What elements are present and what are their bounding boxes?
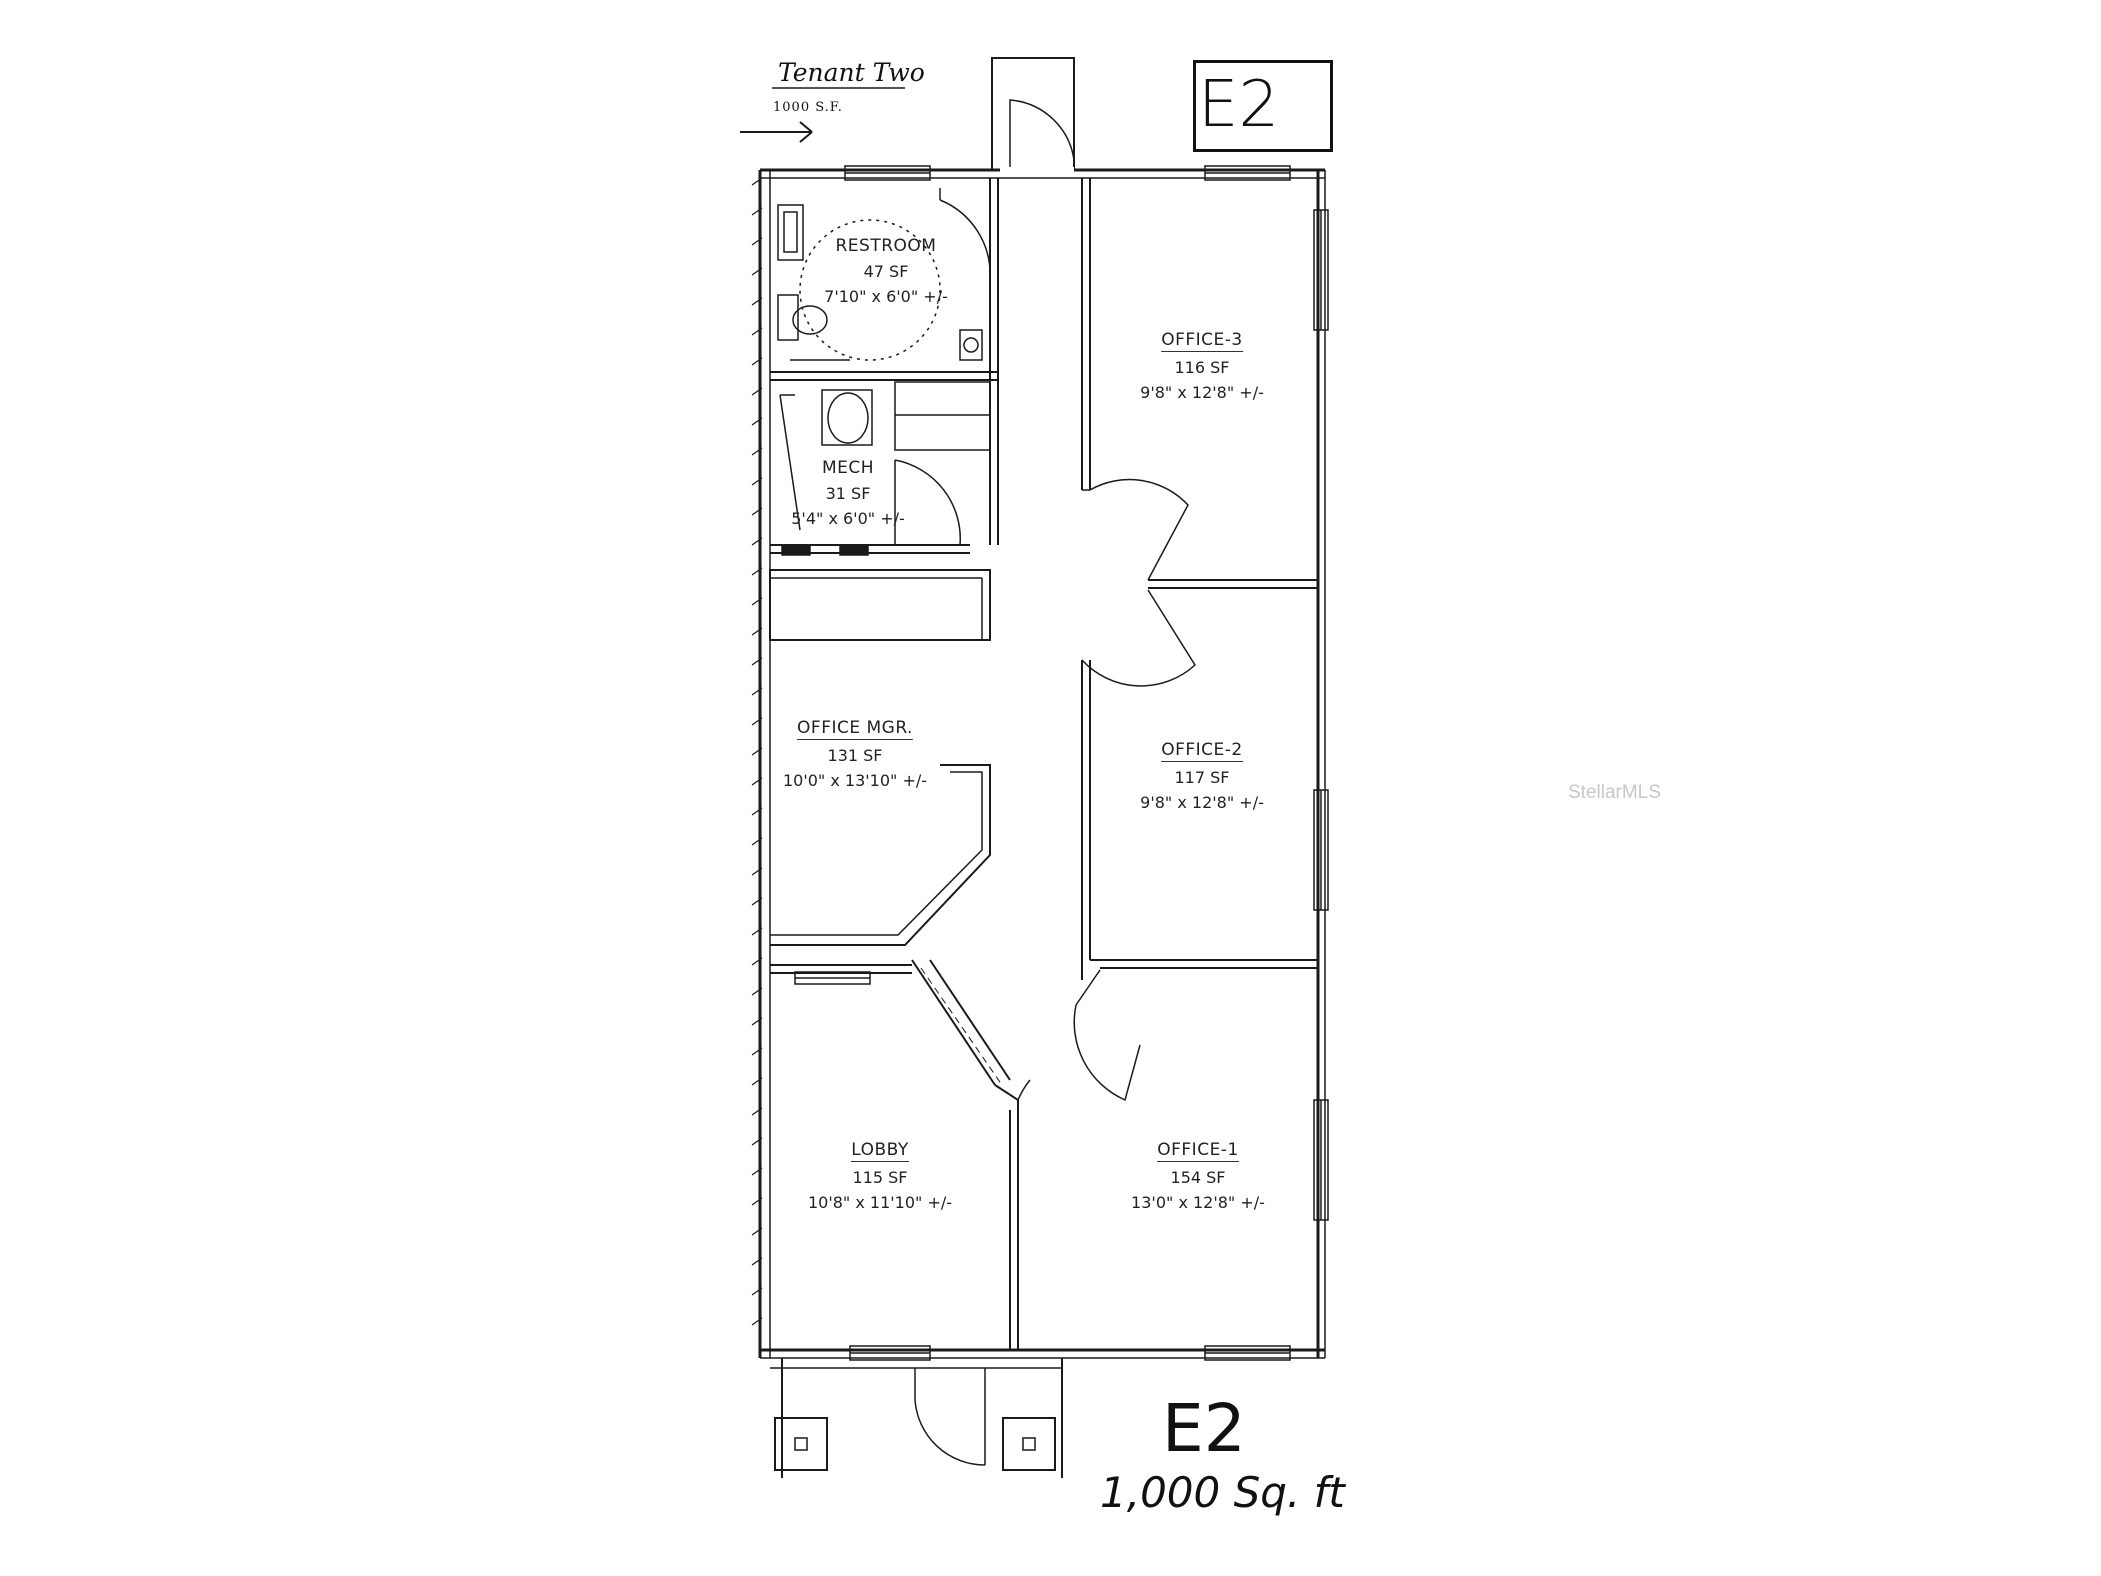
room-dimensions: 5'4" x 6'0" +/- bbox=[791, 509, 905, 528]
interior-walls bbox=[769, 178, 1318, 1350]
room-name: RESTROOM bbox=[835, 236, 937, 256]
room-dimensions: 9'8" x 12'8" +/- bbox=[1140, 383, 1264, 402]
tenant-arrow bbox=[740, 87, 905, 143]
room-area: 31 SF bbox=[825, 484, 871, 503]
room-dimensions: 9'8" x 12'8" +/- bbox=[1140, 793, 1264, 812]
room-area: 116 SF bbox=[1174, 358, 1230, 377]
front-entry bbox=[770, 1358, 1063, 1478]
room-name: OFFICE-2 bbox=[1161, 740, 1243, 762]
outer-walls bbox=[751, 168, 1326, 1359]
unit-label-box bbox=[1193, 60, 1333, 152]
door-swings bbox=[894, 188, 1196, 1102]
fixtures bbox=[777, 204, 983, 556]
room-name: LOBBY bbox=[851, 1140, 909, 1162]
room-label-office-mgr: OFFICE MGR. 131 SF 10'0" x 13'10" +/- bbox=[783, 718, 927, 790]
room-name: OFFICE-1 bbox=[1157, 1140, 1239, 1162]
room-label-lobby: LOBBY 115 SF 10'8" x 11'10" +/- bbox=[808, 1140, 952, 1212]
room-area: 117 SF bbox=[1174, 768, 1230, 787]
room-area: 115 SF bbox=[852, 1168, 908, 1187]
room-name: OFFICE MGR. bbox=[797, 718, 913, 740]
unit-total-square-footage: 1,000 Sq. ft bbox=[1100, 1468, 1345, 1517]
unit-label: E2 bbox=[1198, 68, 1280, 142]
watermark: StellarMLS bbox=[1568, 782, 1661, 803]
room-area: 47 SF bbox=[863, 262, 909, 281]
room-dimensions: 10'8" x 11'10" +/- bbox=[807, 1193, 953, 1212]
windows bbox=[794, 165, 1329, 1361]
room-label-office-1: OFFICE-1 154 SF 13'0" x 12'8" +/- bbox=[1131, 1140, 1265, 1212]
unit-label-bottom: E2 bbox=[1162, 1390, 1246, 1467]
room-label-office-3: OFFICE-3 116 SF 9'8" x 12'8" +/- bbox=[1140, 330, 1264, 402]
rear-door bbox=[991, 57, 1075, 173]
room-label-office-2: OFFICE-2 117 SF 9'8" x 12'8" +/- bbox=[1140, 740, 1264, 812]
room-area: 154 SF bbox=[1170, 1168, 1226, 1187]
room-area: 131 SF bbox=[827, 746, 883, 765]
tenant-title: Tenant Two bbox=[778, 58, 925, 87]
room-dimensions: 10'0" x 13'10" +/- bbox=[782, 771, 928, 790]
room-name: OFFICE-3 bbox=[1161, 330, 1243, 352]
room-label-restroom: RESTROOM 47 SF 7'10" x 6'0" +/- bbox=[824, 236, 948, 306]
room-dimensions: 7'10" x 6'0" +/- bbox=[824, 287, 948, 306]
tenant-square-footage: 1000 S.F. bbox=[773, 100, 843, 115]
room-name: MECH bbox=[821, 458, 875, 478]
room-label-mech: MECH 31 SF 5'4" x 6'0" +/- bbox=[791, 458, 905, 528]
room-dimensions: 13'0" x 12'8" +/- bbox=[1131, 1193, 1265, 1212]
